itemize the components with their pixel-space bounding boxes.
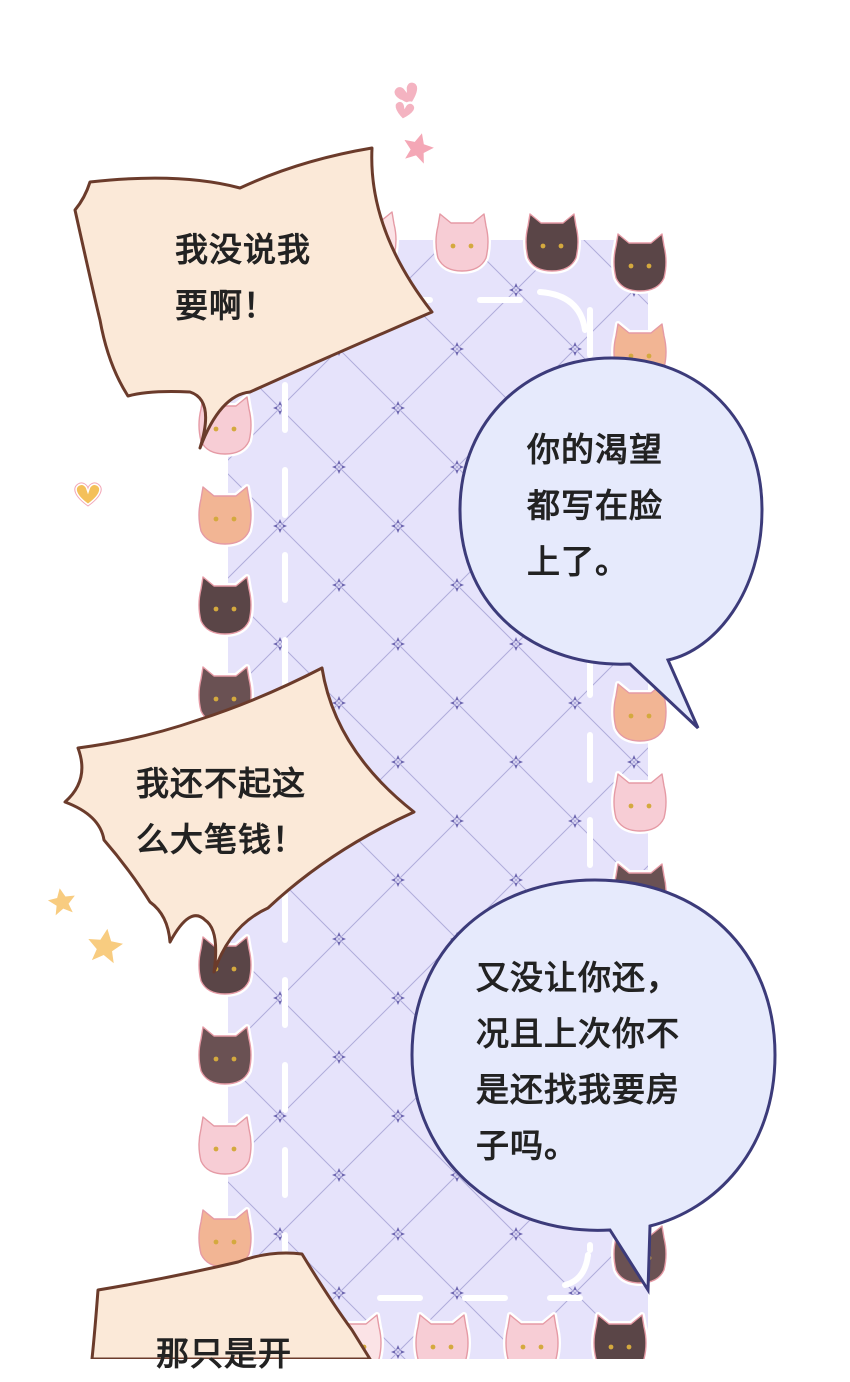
bubble-2-line-1: 你的渴望	[527, 430, 663, 469]
bubble-4-line-4: 子吗。	[476, 1126, 578, 1165]
speech-bubble-2	[458, 356, 764, 730]
bubble-4-line-3: 是还找我要房	[476, 1070, 680, 1109]
speech-bubble-5	[90, 1251, 372, 1359]
bubble-1-line-1: 我没说我	[175, 230, 311, 269]
bubble-4-text: 又没让你还， 况且上次你不 是还找我要房 子吗。	[476, 950, 680, 1174]
bubble-2-text: 你的渴望 都写在脸 上了。	[527, 422, 663, 590]
bubble-5-text: 那只是开	[156, 1326, 292, 1382]
bubble-2-line-2: 都写在脸	[527, 486, 663, 525]
bubble-3-text: 我还不起这 么大笔钱！	[136, 756, 306, 868]
bubble-4-line-1: 又没让你还，	[476, 958, 680, 997]
bubble-1-line-2: 要啊！	[175, 286, 277, 325]
speech-bubble-1	[73, 146, 434, 450]
bubble-5-line-1: 那只是开	[156, 1334, 292, 1373]
speech-bubble-3	[63, 666, 416, 974]
bubble-3-line-2: 么大笔钱！	[136, 820, 306, 859]
bubble-2-line-3: 上了。	[527, 542, 629, 581]
bubble-1-text: 我没说我 要啊！	[175, 222, 311, 334]
bubble-3-line-1: 我还不起这	[136, 764, 306, 803]
bubble-4-line-2: 况且上次你不	[476, 1014, 680, 1053]
speech-bubble-4	[410, 878, 777, 1295]
